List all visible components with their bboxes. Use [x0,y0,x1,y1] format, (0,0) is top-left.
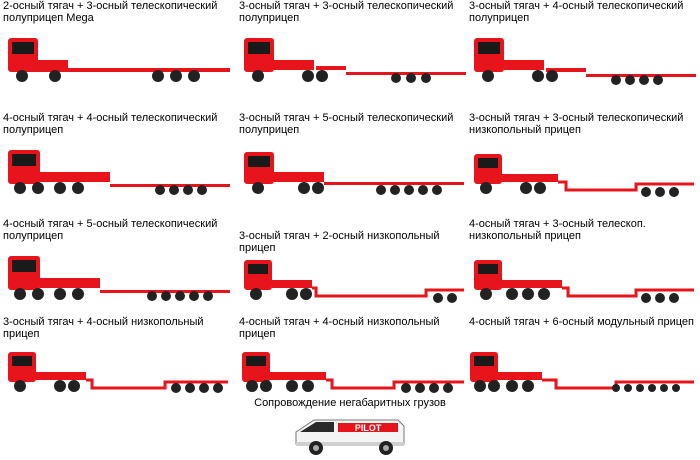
truck-illustration [244,152,464,195]
escort-title: Сопровождение негабаритных грузов [254,397,446,409]
config-12-caption: 4-осный тягач + 6-осный модульный прицеп [469,316,694,328]
truck-illustration [474,154,694,197]
config-12: 4-осный тягач + 6-осный модульный прицеп [466,316,699,420]
config-10: 3-осный тягач + 4-осный низкопольный при… [0,316,233,420]
truck-illustration [474,38,696,85]
truck-illustration [8,150,230,195]
config-11-caption: 4-осный тягач + 4-осный низкопольный при… [239,316,440,340]
truck-illustration [474,260,694,303]
truck-illustration [244,260,464,303]
truck-illustration [8,256,230,301]
truck-illustration [8,38,230,82]
truck-illustration [8,352,228,393]
config-9-caption: 4-осный тягач + 3-осный телескоп.низкопо… [469,218,646,242]
trailer-deck [30,68,230,72]
config-10-caption: 3-осный тягач + 4-осный низкопольный при… [3,316,204,340]
van-label: PILOT [355,423,382,433]
pilot-van-illustration: PILOT [295,419,405,455]
config-9: 4-осный тягач + 3-осный телескоп.низкопо… [466,218,699,322]
truck-illustration [242,352,464,393]
config-11: 4-осный тягач + 4-осный низкопольный при… [236,316,469,420]
tractor-cab [8,38,68,72]
truck-illustration [244,38,466,83]
config-8: 3-осный тягач + 2-осный низкопольный при… [236,218,469,322]
config-8-caption: 3-осный тягач + 2-осный низкопольный при… [239,230,440,254]
wheels [16,70,200,82]
truck-illustration [470,352,694,392]
